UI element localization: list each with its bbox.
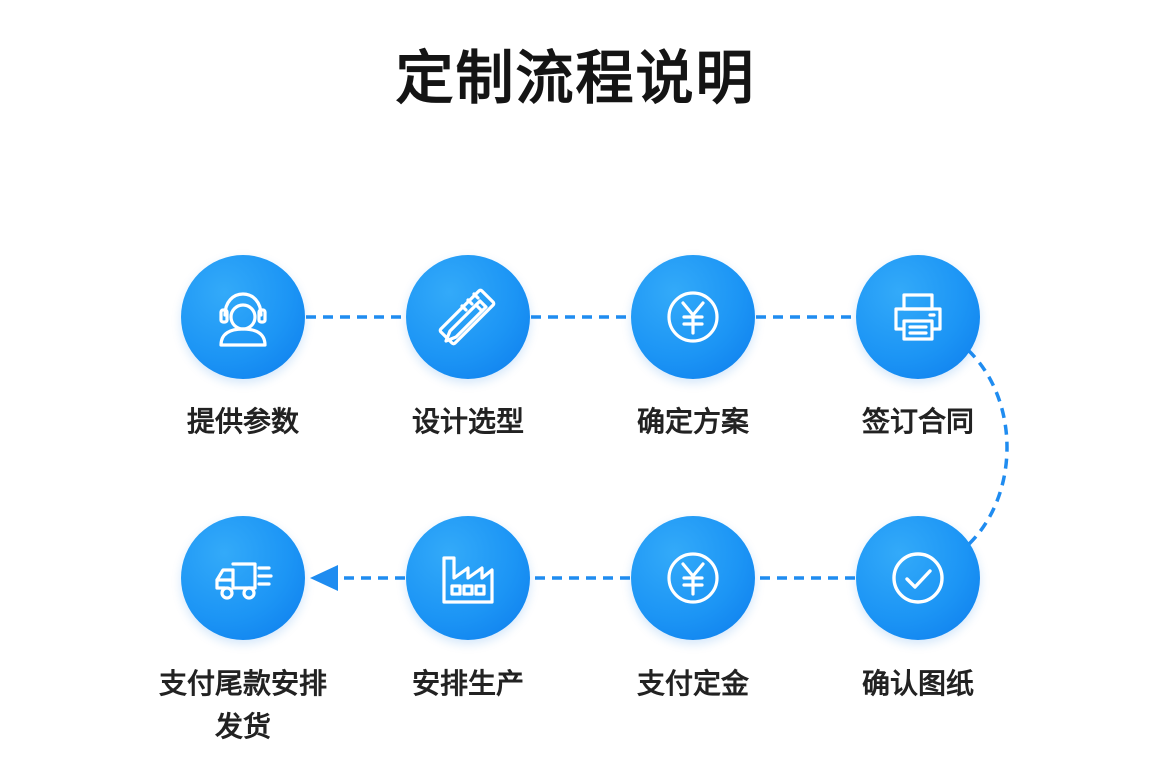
step-4-label: 签订合同 [861, 405, 974, 438]
yuan-coin-icon [667, 552, 719, 604]
step-8-label: 支付尾款安排 发货 [113, 662, 373, 748]
step-7-circle [406, 516, 530, 640]
step-1-label: 提供参数 [186, 405, 299, 438]
step-8-label-line-2: 发货 [214, 710, 271, 743]
step-5-circle [856, 516, 980, 640]
check-circle-icon [892, 552, 944, 604]
delivery-truck-icon [215, 562, 273, 600]
arrow-head-icon [310, 565, 338, 591]
step-6-label: 支付定金 [636, 667, 749, 700]
step-5-label: 确认图纸 [861, 667, 974, 700]
step-1-circle [181, 255, 305, 379]
factory-icon [442, 556, 494, 604]
step-8-label-line-1: 支付尾款安排 [158, 667, 327, 700]
customer-service-headset-icon [219, 292, 267, 347]
step-7-label: 安排生产 [411, 667, 524, 700]
pencil-ruler-icon [438, 288, 496, 346]
connector-4-5 [966, 348, 1009, 547]
step-4-circle [856, 255, 980, 379]
step-2-label: 设计选型 [411, 405, 524, 438]
step-3-circle [631, 255, 755, 379]
step-2-circle [406, 255, 530, 379]
page-title: 定制流程说明 [395, 44, 756, 112]
step-6-circle [631, 516, 755, 640]
yuan-coin-icon [667, 291, 719, 343]
step-3-label: 确定方案 [636, 405, 749, 438]
step-8-circle [181, 516, 305, 640]
printer-icon [894, 293, 942, 341]
